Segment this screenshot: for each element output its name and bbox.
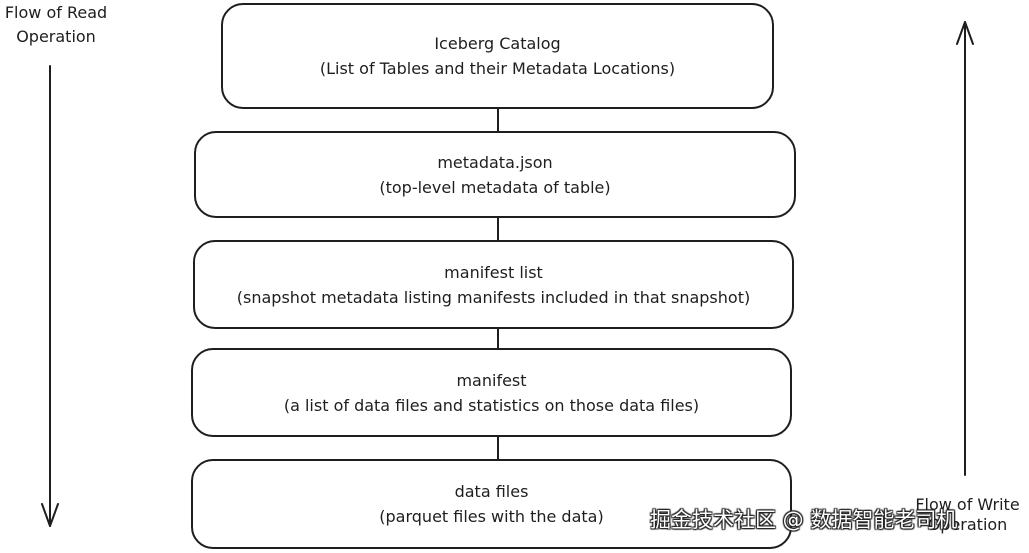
write-flow-label-line2: Operation xyxy=(927,515,1008,534)
connector-metadata-manifest-list xyxy=(497,217,499,241)
metadata-json-title: metadata.json xyxy=(437,152,553,172)
metadata-json-description: (top-level metadata of table) xyxy=(379,177,611,197)
read-flow-label-line1: Flow of Read xyxy=(4,3,108,22)
write-flow-label-line1: Flow of Write xyxy=(915,495,1020,514)
read-flow-arrow xyxy=(41,65,59,527)
watermark: 掘金技术社区 @ 数据智能老司机 xyxy=(650,508,958,532)
manifest-title: manifest xyxy=(456,370,527,390)
metadata-json-box: metadata.json (top-level metadata of tab… xyxy=(194,131,796,218)
connector-manifest-data-files xyxy=(497,436,499,460)
read-flow-label: Flow of Read Operation xyxy=(0,1,112,49)
write-flow-label: Flow of Write Operation xyxy=(906,495,1029,535)
write-flow-arrow xyxy=(956,21,974,476)
data-files-title: data files xyxy=(454,482,529,501)
iceberg-catalog-box: Iceberg Catalog (List of Tables and thei… xyxy=(221,3,774,109)
connector-catalog-metadata xyxy=(497,108,499,132)
iceberg-catalog-title: Iceberg Catalog xyxy=(434,34,561,53)
data-files-description: (parquet files with the data) xyxy=(379,507,604,526)
manifest-list-description: (snapshot metadata listing manifests inc… xyxy=(236,287,751,307)
read-flow-label-line2: Operation xyxy=(16,27,96,46)
manifest-box: manifest (a list of data files and stati… xyxy=(191,348,792,437)
connector-manifest-list-manifest xyxy=(497,328,499,349)
manifest-list-box: manifest list (snapshot metadata listing… xyxy=(193,240,794,329)
data-files-box: data files (parquet files with the data) xyxy=(191,459,792,549)
iceberg-catalog-description: (List of Tables and their Metadata Locat… xyxy=(319,59,676,78)
manifest-description: (a list of data files and statistics on … xyxy=(283,395,700,415)
manifest-list-title: manifest list xyxy=(444,262,543,282)
